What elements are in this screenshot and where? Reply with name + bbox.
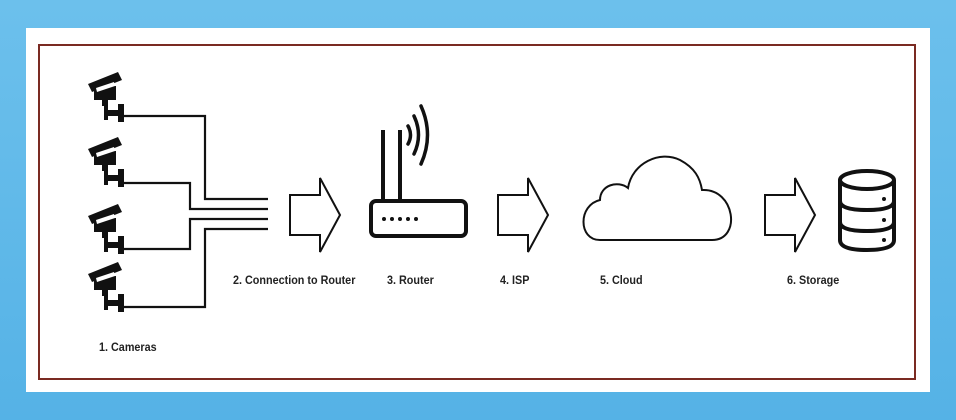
arrow-icon-2 xyxy=(497,177,549,253)
camera-icon-2 xyxy=(88,137,124,187)
label-isp: 4. ISP xyxy=(500,273,530,287)
router-icon xyxy=(369,104,468,238)
arrow-icon-3 xyxy=(764,177,816,253)
camera-icon-4 xyxy=(88,262,124,312)
diagram-frame xyxy=(38,44,916,380)
label-connection: 2. Connection to Router xyxy=(233,273,356,287)
cloud-icon xyxy=(582,155,733,241)
label-cameras: 1. Cameras xyxy=(99,340,157,354)
camera-wires xyxy=(124,114,268,309)
camera-icon-1 xyxy=(88,72,124,122)
label-storage: 6. Storage xyxy=(787,273,840,287)
camera-icon-3 xyxy=(88,204,124,254)
database-icon xyxy=(838,169,896,253)
label-cloud: 5. Cloud xyxy=(600,273,643,287)
label-router: 3. Router xyxy=(387,273,434,287)
arrow-icon-1 xyxy=(289,177,341,253)
